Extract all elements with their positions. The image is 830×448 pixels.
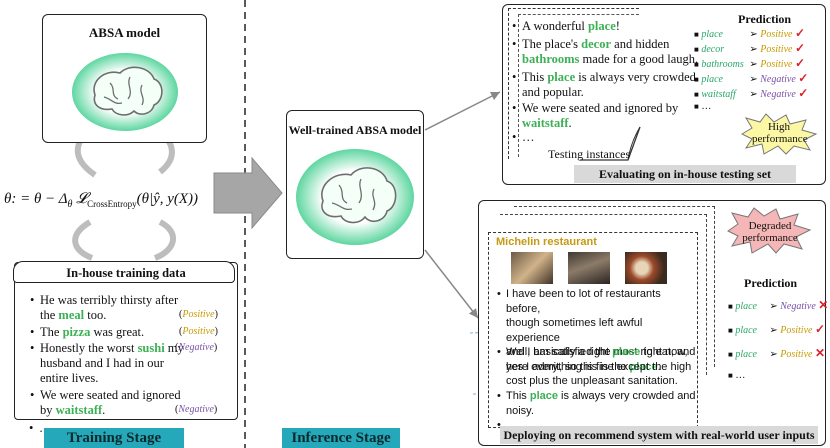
train-item-3: Honestly the worst sushi my husband and … [30,341,200,386]
pred-mark-icon: ✓ [798,86,809,100]
restaurant-photo-1 [511,252,553,284]
prediction-ellipsis: ■ … [694,101,712,112]
restaurant-title: Michelin restaurant [496,236,597,248]
arrow-icon: ➢ [749,89,758,100]
inference-arrow [213,156,283,230]
pred-aspect: place [735,349,757,360]
arrow-icon: ➢ [749,44,758,55]
prediction-row: ■ bathrooms➢ Positive ✓ [694,56,806,70]
arrow-icon: ➢ [769,325,778,336]
prediction-row: ■ waitstaff➢ Negative ✓ [694,86,809,100]
high-performance-badge-shape [740,113,818,155]
prediction-row: ■ place➢ Positive ✓ [728,322,826,336]
arrow-icon: ➢ [769,349,778,360]
prediction-ellipsis: ■ … [728,370,746,381]
prediction-row: ■ place➢ Negative ✕ [728,298,829,312]
review-3: This place is always very crowded and no… [497,389,696,418]
high-performance-badge: High performance [752,121,808,145]
test-sentence-4: We were seated and ignored by waitstaff. [512,101,702,131]
testing-doc [508,8,639,159]
train-label-1: (Positive) [179,309,218,320]
review-ellipsis: … [497,418,517,433]
restaurant-photo-2 [568,252,610,284]
restaurant-photo-3 [625,252,667,284]
test-ellipsis: … [512,130,534,145]
pred-aspect: place [735,301,757,312]
deploy-prediction-title: Prediction [744,276,798,290]
prediction-row: ■ place➢ Positive ✕ [728,346,826,360]
review-2: Well, basically a right place to eat, an… [497,345,696,389]
arrow-icon: ➢ [769,301,778,312]
train-item-1: He was terribly thirsty after the meal t… [30,293,200,323]
aspect-term: meal [58,308,85,322]
prediction-row: ■ place➢ Negative ✓ [694,71,809,85]
arrow-icon: ➢ [749,74,758,85]
scroll-header [13,261,235,283]
test-sentence-3: This place is always very crowded and po… [512,70,702,100]
inference-stage-label: Inference Stage [282,428,400,448]
pred-label: Negative [780,301,816,312]
train-item-4: We were seated and ignored by waitstaff. [30,388,200,418]
pred-label: Positive [760,59,793,70]
training-data-scroll: In-house training data He was terribly t… [13,261,238,420]
pred-aspect: decor [701,44,725,55]
training-data-title: In-house training data [66,266,186,280]
arrow-icon: ➢ [749,59,758,70]
brain-icon [72,53,178,131]
train-label-2: (Positive) [179,326,218,337]
testing-prediction-title: Prediction [738,12,792,26]
training-formula: θ: = θ − Δθ 𝓛CrossEntropy(θ|ŷ, y(X)) [4,191,199,210]
degraded-badge-shape [727,207,812,254]
brain-icon [296,149,414,245]
absa-model-title: ABSA model [88,25,161,40]
train-item-2: The pizza was great. [30,325,144,340]
pred-label: Positive [760,44,793,55]
arrow-icon: ➢ [749,29,758,40]
pred-label: Positive [760,29,793,40]
train-label-3: (Negative) [175,342,218,353]
absa-model-box: ABSA model [42,14,207,143]
train-label-4: (Negative) [175,404,218,415]
pred-label: Positive [780,325,813,336]
prediction-row: ■ place➢ Positive ✓ [694,26,806,40]
testing-caption: Evaluating on in-house testing set [574,165,796,183]
pred-mark-icon: ✓ [794,56,806,70]
deploy-caption: Deploying on recommend system with real-… [500,426,818,444]
pred-mark-icon: ✕ [818,298,829,312]
testing-instances-label: Testing instances [548,147,631,161]
pred-aspect: place [701,29,723,40]
well-trained-model-title: Well-trained ABSA model [288,123,422,137]
pred-aspect: place [735,325,757,336]
test-sentence-1: A wonderful place! [512,19,620,34]
pred-mark-icon: ✓ [794,26,806,40]
test-sentence-2: The place's decor and hidden bathrooms m… [512,37,702,67]
pred-aspect: bathrooms [701,59,744,70]
pred-label: Positive [780,349,813,360]
pred-mark-icon: ✓ [798,71,809,85]
training-stage-label: Training Stage [44,428,184,448]
pred-aspect: place [701,74,723,85]
well-trained-model-box: Well-trained ABSA model [286,110,424,259]
pred-label: Negative [760,89,796,100]
degraded-badge: Degraded performance [742,220,798,244]
pred-mark-icon: ✓ [794,41,806,55]
pred-aspect: waitstaff [701,89,736,100]
prediction-row: ■ decor➢ Positive ✓ [694,41,806,55]
pred-label: Negative [760,74,796,85]
pred-mark-icon: ✓ [814,322,826,336]
pred-mark-icon: ✕ [814,346,826,360]
